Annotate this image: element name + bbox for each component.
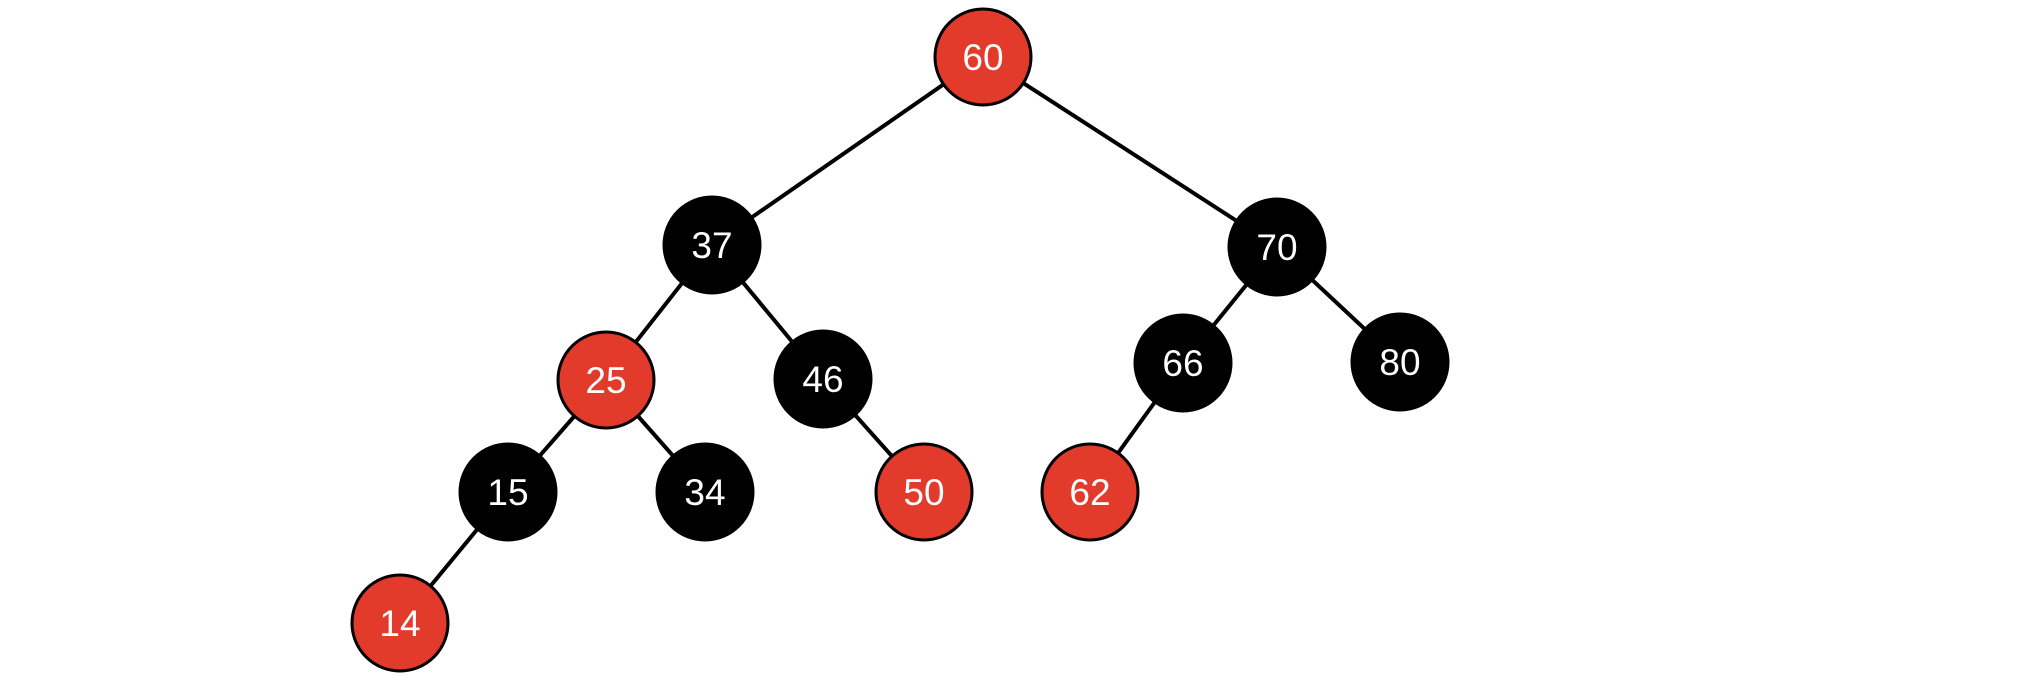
tree-node-15: 15 [458,442,558,542]
tree-node-37: 37 [662,195,762,295]
tree-node-25: 25 [556,330,656,430]
tree-node-50: 50 [874,442,974,542]
black-node-circle [773,329,873,429]
node-label: 15 [487,472,528,513]
black-node-circle [1350,312,1450,412]
node-label: 70 [1256,227,1297,268]
red-node-circle [933,7,1033,107]
black-node-circle [662,195,762,295]
red-node-circle [874,442,974,542]
red-node-circle [1040,442,1140,542]
tree-node-70: 70 [1227,197,1327,297]
node-label: 50 [903,472,944,513]
black-node-circle [1227,197,1327,297]
node-label: 62 [1069,472,1110,513]
node-label: 60 [962,37,1003,78]
tree-node-80: 80 [1350,312,1450,412]
tree-node-14: 14 [350,573,450,673]
tree-node-62: 62 [1040,442,1140,542]
node-label: 34 [684,472,725,513]
node-label: 80 [1379,342,1420,383]
node-label: 37 [691,225,732,266]
red-node-circle [350,573,450,673]
red-node-circle [556,330,656,430]
tree-node-46: 46 [773,329,873,429]
tree-node-60: 60 [933,7,1033,107]
tree-node-66: 66 [1133,313,1233,413]
black-node-circle [1133,313,1233,413]
node-label: 66 [1162,343,1203,384]
black-node-circle [458,442,558,542]
tree-node-34: 34 [655,442,755,542]
node-label: 14 [379,603,420,644]
black-node-circle [655,442,755,542]
tree-edge-60-70 [981,55,1279,249]
tree-edge-60-37 [710,55,985,247]
node-label: 25 [585,360,626,401]
node-label: 46 [802,359,843,400]
